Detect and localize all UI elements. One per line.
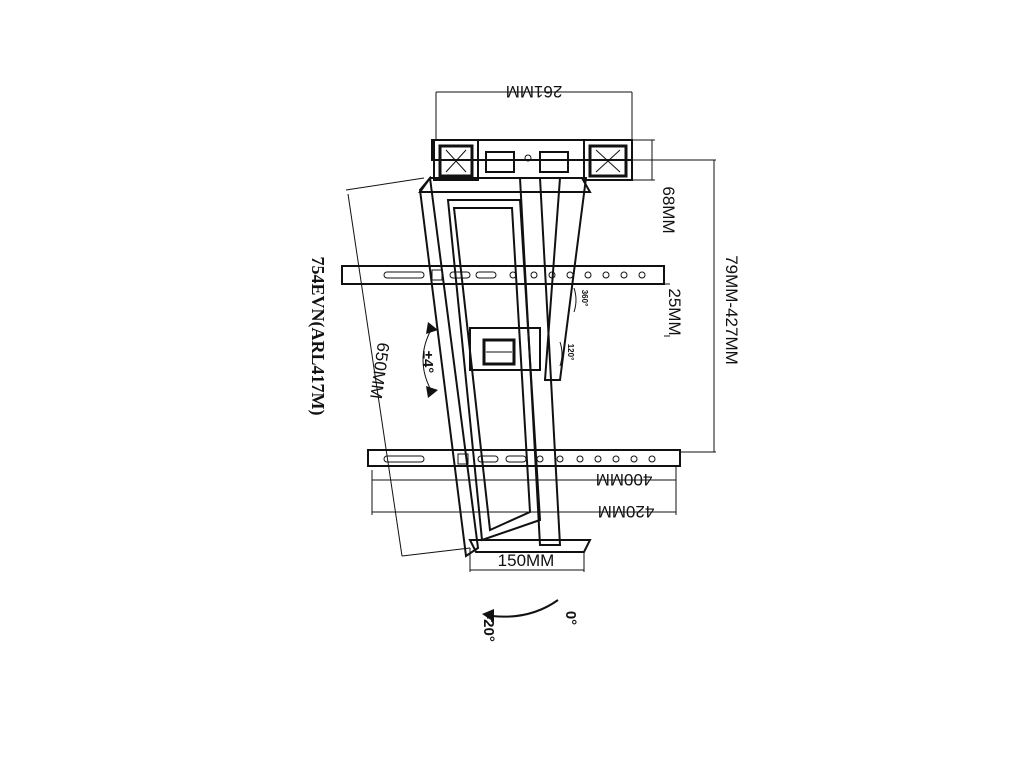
label-tilt-max: -20°: [480, 614, 497, 642]
label-261mm: 261MM: [506, 82, 563, 101]
arrow-icon-b: [426, 386, 438, 398]
label-150mm: 150MM: [498, 551, 555, 570]
angle-tilt: 0° -20°: [480, 599, 579, 642]
arrow-icon-tilt: [482, 609, 494, 622]
label-level-angle: ±4°: [419, 351, 436, 374]
vesa-rail-upper: [341, 265, 665, 285]
dimension-vesa: 400MM 420MM: [371, 466, 677, 521]
model-number: 754EVN(ARL417M): [307, 257, 328, 416]
label-79mm-427mm: 79MM-427MM: [722, 255, 741, 365]
dimension-depth-small: 68MM: [632, 139, 678, 234]
dimension-width-top: 261MM: [435, 82, 633, 140]
swivel-arc-a: [573, 287, 577, 313]
vesa-rail-lower: [367, 449, 681, 467]
label-400mm: 400MM: [596, 470, 653, 489]
wall-plate: [431, 139, 633, 181]
angle-level: ±4°: [419, 322, 438, 398]
swing-arms: [418, 175, 592, 558]
label-420mm: 420MM: [598, 502, 655, 521]
label-swivel-120: 120°: [566, 344, 575, 361]
dimension-rail-gap: 25MM: [664, 283, 684, 337]
bracket-icon: [433, 139, 479, 181]
label-68mm: 68MM: [659, 186, 678, 233]
swivel-arc-b: [559, 341, 563, 367]
dimension-bottom-width: 150MM: [469, 548, 585, 572]
label-tilt-zero: 0°: [562, 611, 579, 625]
arrow-icon: [426, 322, 438, 334]
dimension-extension: 79MM-427MM: [632, 159, 741, 453]
label-25mm: 25MM: [665, 288, 684, 335]
bracket-icon-right: [583, 139, 633, 181]
label-swivel-360: 360°: [580, 290, 589, 307]
label-650mm: 650MM: [366, 341, 393, 400]
